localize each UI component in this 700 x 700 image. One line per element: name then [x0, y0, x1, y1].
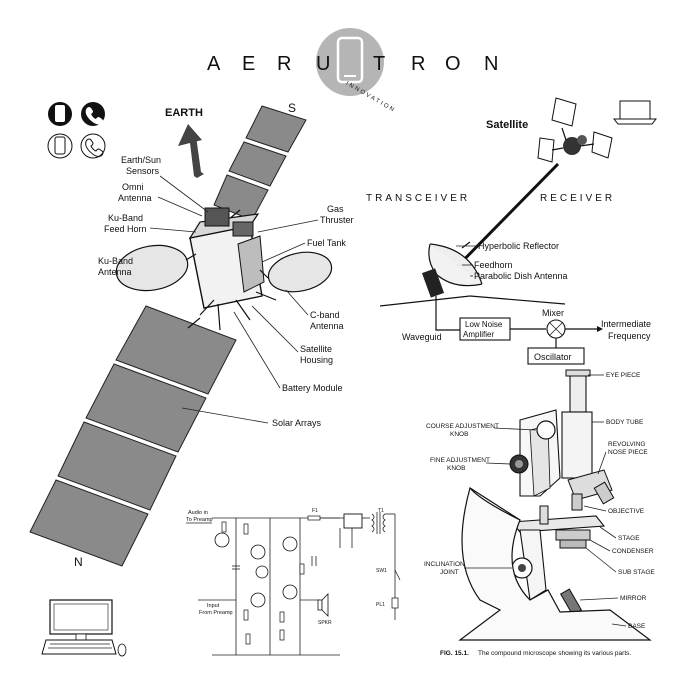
ku-antenna-label: Ku-Band	[98, 256, 133, 266]
c-band-antenna-label: Antenna	[310, 321, 344, 331]
intermediate-frequency-label: Frequency	[608, 331, 651, 341]
lna-label: Amplifier	[463, 330, 494, 339]
ku-band-dish	[115, 244, 189, 292]
brand-logo: A E R U T R O N INNOVATION	[207, 28, 498, 114]
lna-label: Low Noise	[465, 320, 503, 329]
figure-number: FIG. 15.1.	[440, 650, 469, 657]
input-label: From Preamp	[199, 610, 233, 616]
call-outline-icon	[80, 133, 106, 159]
earth-sun-sensors-label: Sensors	[126, 166, 160, 176]
brand-letter: T	[373, 53, 385, 75]
omni-antenna-label: Omni	[122, 182, 144, 192]
satellite-title: Satellite	[486, 119, 528, 131]
audio-in-label: To Preamp	[186, 517, 213, 523]
upper-solar-array	[213, 105, 307, 221]
brand-letter: A	[207, 53, 221, 75]
coarse-adjustment-label: KNOB	[450, 431, 468, 438]
satellite-housing-label: Satellite	[300, 344, 332, 354]
contact-icons	[47, 102, 106, 159]
brand-letter: R	[277, 53, 291, 75]
gas-thruster-label: Thruster	[320, 215, 354, 225]
input-label: Input	[207, 603, 220, 609]
phone-outline-icon	[47, 133, 73, 159]
logo-phone-icon	[336, 36, 364, 84]
oscillator-box	[527, 347, 585, 365]
feedhorn-label: Feedhorn	[474, 260, 513, 270]
figure-caption: The compound microscope showing its vari…	[478, 650, 631, 657]
earth-sun-sensors-label: Earth/Sun	[121, 155, 161, 165]
battery-module-label: Battery Module	[282, 383, 343, 393]
amplifier-circuit: Audio in To Preamp Input From Preamp	[186, 508, 401, 656]
satellite-housing-label: Housing	[300, 355, 333, 365]
ku-antenna-label: Antenna	[98, 267, 132, 277]
sub-stage-label: SUB STAGE	[618, 569, 655, 576]
audio-in-label: Audio in	[188, 510, 208, 516]
brand-letter: U	[316, 53, 330, 75]
waveguide-label: Waveguid	[402, 332, 442, 342]
omni-antenna-label: Antenna	[118, 193, 152, 203]
gas-thruster-label: Gas	[327, 204, 344, 214]
objective-label: OBJECTIVE	[608, 508, 645, 515]
satellite-receiver-diagram: Satellite TRANSCEIVER RECEIVER Hyperboli…	[366, 97, 651, 365]
eye-piece-label: EYE PIECE	[606, 372, 641, 379]
speaker-label: SPKR	[318, 620, 332, 626]
brand-letter: R	[411, 53, 425, 75]
plug-icon	[391, 597, 399, 609]
ku-feed-horn-label: Ku-Band	[108, 213, 143, 223]
earth-label: EARTH	[165, 107, 203, 119]
mirror-label: MIRROR	[620, 595, 647, 602]
base-label: BASE	[628, 623, 646, 630]
intermediate-frequency-label: Intermediate	[601, 319, 651, 329]
fine-adjustment-label: FINE ADJUSTMENT	[430, 457, 490, 464]
body-tube-label: BODY TUBE	[606, 419, 644, 426]
desktop-computer-icon	[41, 599, 127, 657]
c-band-dish	[267, 251, 333, 293]
mixer-label: Mixer	[542, 308, 564, 318]
south-label: S	[288, 101, 296, 115]
oscillator-label: Oscillator	[534, 352, 572, 362]
parabolic-dish-label: Parabolic Dish Antenna	[474, 271, 568, 281]
solar-arrays-label: Solar Arrays	[272, 418, 322, 428]
transceiver-label: TRANSCEIVER	[366, 193, 470, 204]
switch-label: SW1	[376, 568, 387, 574]
speaker-icon	[317, 599, 323, 611]
revolving-nose-piece-label: REVOLVING	[608, 441, 645, 448]
earth-arrow-icon	[186, 136, 204, 178]
ku-feed-horn-label: Feed Horn	[104, 224, 147, 234]
stage-label: STAGE	[618, 535, 640, 542]
fine-adjustment-label: KNOB	[447, 465, 465, 472]
plug-label: PL1	[376, 602, 385, 608]
laptop-icon	[612, 100, 658, 125]
transformer-label: T1	[378, 508, 384, 514]
fuel-tank-label: Fuel Tank	[307, 238, 346, 248]
c-band-antenna-label: C-band	[310, 310, 340, 320]
inclination-joint-label: INCLINATION	[424, 561, 465, 568]
brand-letter: O	[445, 53, 461, 75]
microscope-diagram: EYE PIECE BODY TUBE COURSE ADJUSTMENT KN…	[424, 369, 655, 657]
lower-solar-array	[29, 305, 237, 567]
brand-letter: E	[242, 53, 255, 75]
coarse-adjustment-label: COURSE ADJUSTMENT	[426, 423, 499, 430]
north-label: N	[74, 555, 83, 569]
inclination-joint-label: JOINT	[440, 569, 459, 576]
condenser-label: CONDENSER	[612, 548, 654, 555]
brand-letter: N	[484, 53, 498, 75]
satellite-diagram: EARTH S	[29, 101, 354, 569]
receiver-label: RECEIVER	[540, 193, 615, 204]
satellite-body	[188, 207, 277, 331]
revolving-nose-piece-label: NOSE PIECE	[608, 449, 648, 456]
fuse-label: F1	[312, 508, 318, 514]
hyperbolic-reflector-label: Hyperbolic Reflector	[478, 241, 559, 251]
